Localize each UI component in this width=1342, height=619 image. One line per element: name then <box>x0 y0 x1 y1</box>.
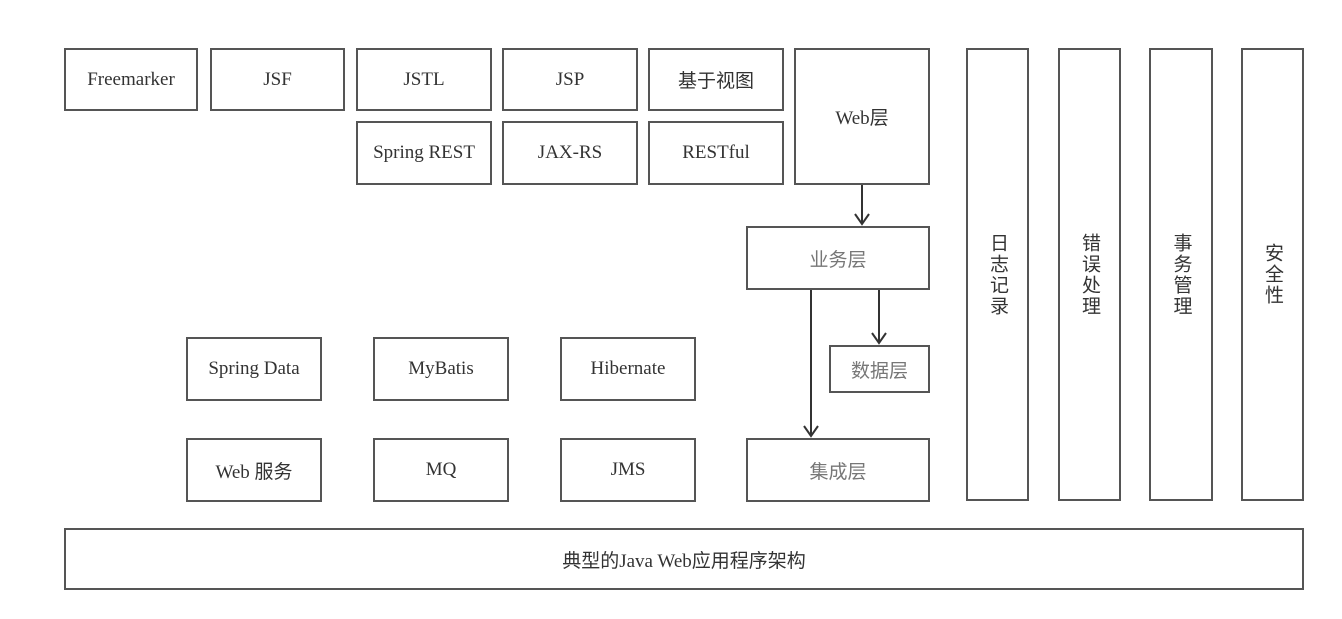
arrow-web-to-business <box>854 185 870 226</box>
box-freemarker: Freemarker <box>64 48 198 111</box>
footer-architecture-title-label: 典型的Java Web应用程序架构 <box>562 550 806 572</box>
box-business-layer: 业务层 <box>746 226 930 290</box>
box-view-based-label: 基于视图 <box>677 71 754 92</box>
box-restful: RESTful <box>648 121 784 185</box>
column-error-handling: 错误处理 <box>1058 48 1121 501</box>
box-web-layer-label: Web层 <box>835 108 889 129</box>
box-mq: MQ <box>373 438 509 502</box>
box-spring-rest: Spring REST <box>356 121 492 185</box>
column-security: 安全性 <box>1241 48 1304 501</box>
box-integration-layer-label: 集成层 <box>809 461 867 483</box>
box-jax-rs-label: JAX-RS <box>537 142 603 163</box>
column-logging-label: 日志记录 <box>987 232 1008 317</box>
box-mybatis: MyBatis <box>373 337 509 401</box>
box-freemarker-label: Freemarker <box>87 68 175 90</box>
column-transaction-management-label: 事务管理 <box>1170 232 1192 317</box>
box-restful-label: RESTful <box>682 142 750 163</box>
footer-architecture-title: 典型的Java Web应用程序架构 <box>64 528 1304 590</box>
box-hibernate: Hibernate <box>560 337 696 401</box>
box-hibernate-label: Hibernate <box>590 358 666 379</box>
box-jax-rs: JAX-RS <box>502 121 638 185</box>
box-mybatis-label: MyBatis <box>408 358 474 379</box>
box-web-service-label: Web 服务 <box>215 461 293 483</box>
box-jstl: JSTL <box>356 48 492 111</box>
column-transaction-management: 事务管理 <box>1149 48 1213 501</box>
column-security-label: 安全性 <box>1262 243 1283 306</box>
box-web-service: Web 服务 <box>186 438 322 502</box>
column-logging: 日志记录 <box>966 48 1029 501</box>
box-data-layer-label: 数据层 <box>850 360 908 382</box>
arrow-business-to-integration <box>803 290 819 438</box>
box-data-layer: 数据层 <box>829 345 930 393</box>
box-jms-label: JMS <box>610 459 646 480</box>
box-jms: JMS <box>560 438 696 502</box>
box-spring-data-label: Spring Data <box>208 358 300 379</box>
box-spring-rest-label: Spring REST <box>373 142 475 163</box>
box-spring-data: Spring Data <box>186 337 322 401</box>
arrow-business-to-data <box>871 290 887 345</box>
box-mq-label: MQ <box>425 459 457 480</box>
box-jsf: JSF <box>210 48 345 111</box>
box-jsf-label: JSF <box>263 68 292 90</box>
box-jstl-label: JSTL <box>403 68 445 90</box>
column-error-handling-label: 错误处理 <box>1079 232 1100 317</box>
box-jsp-label: JSP <box>555 68 585 90</box>
box-integration-layer: 集成层 <box>746 438 930 502</box>
box-jsp: JSP <box>502 48 638 111</box>
box-business-layer-label: 业务层 <box>809 249 867 271</box>
box-web-layer: Web层 <box>794 48 930 185</box>
box-view-based: 基于视图 <box>648 48 784 111</box>
